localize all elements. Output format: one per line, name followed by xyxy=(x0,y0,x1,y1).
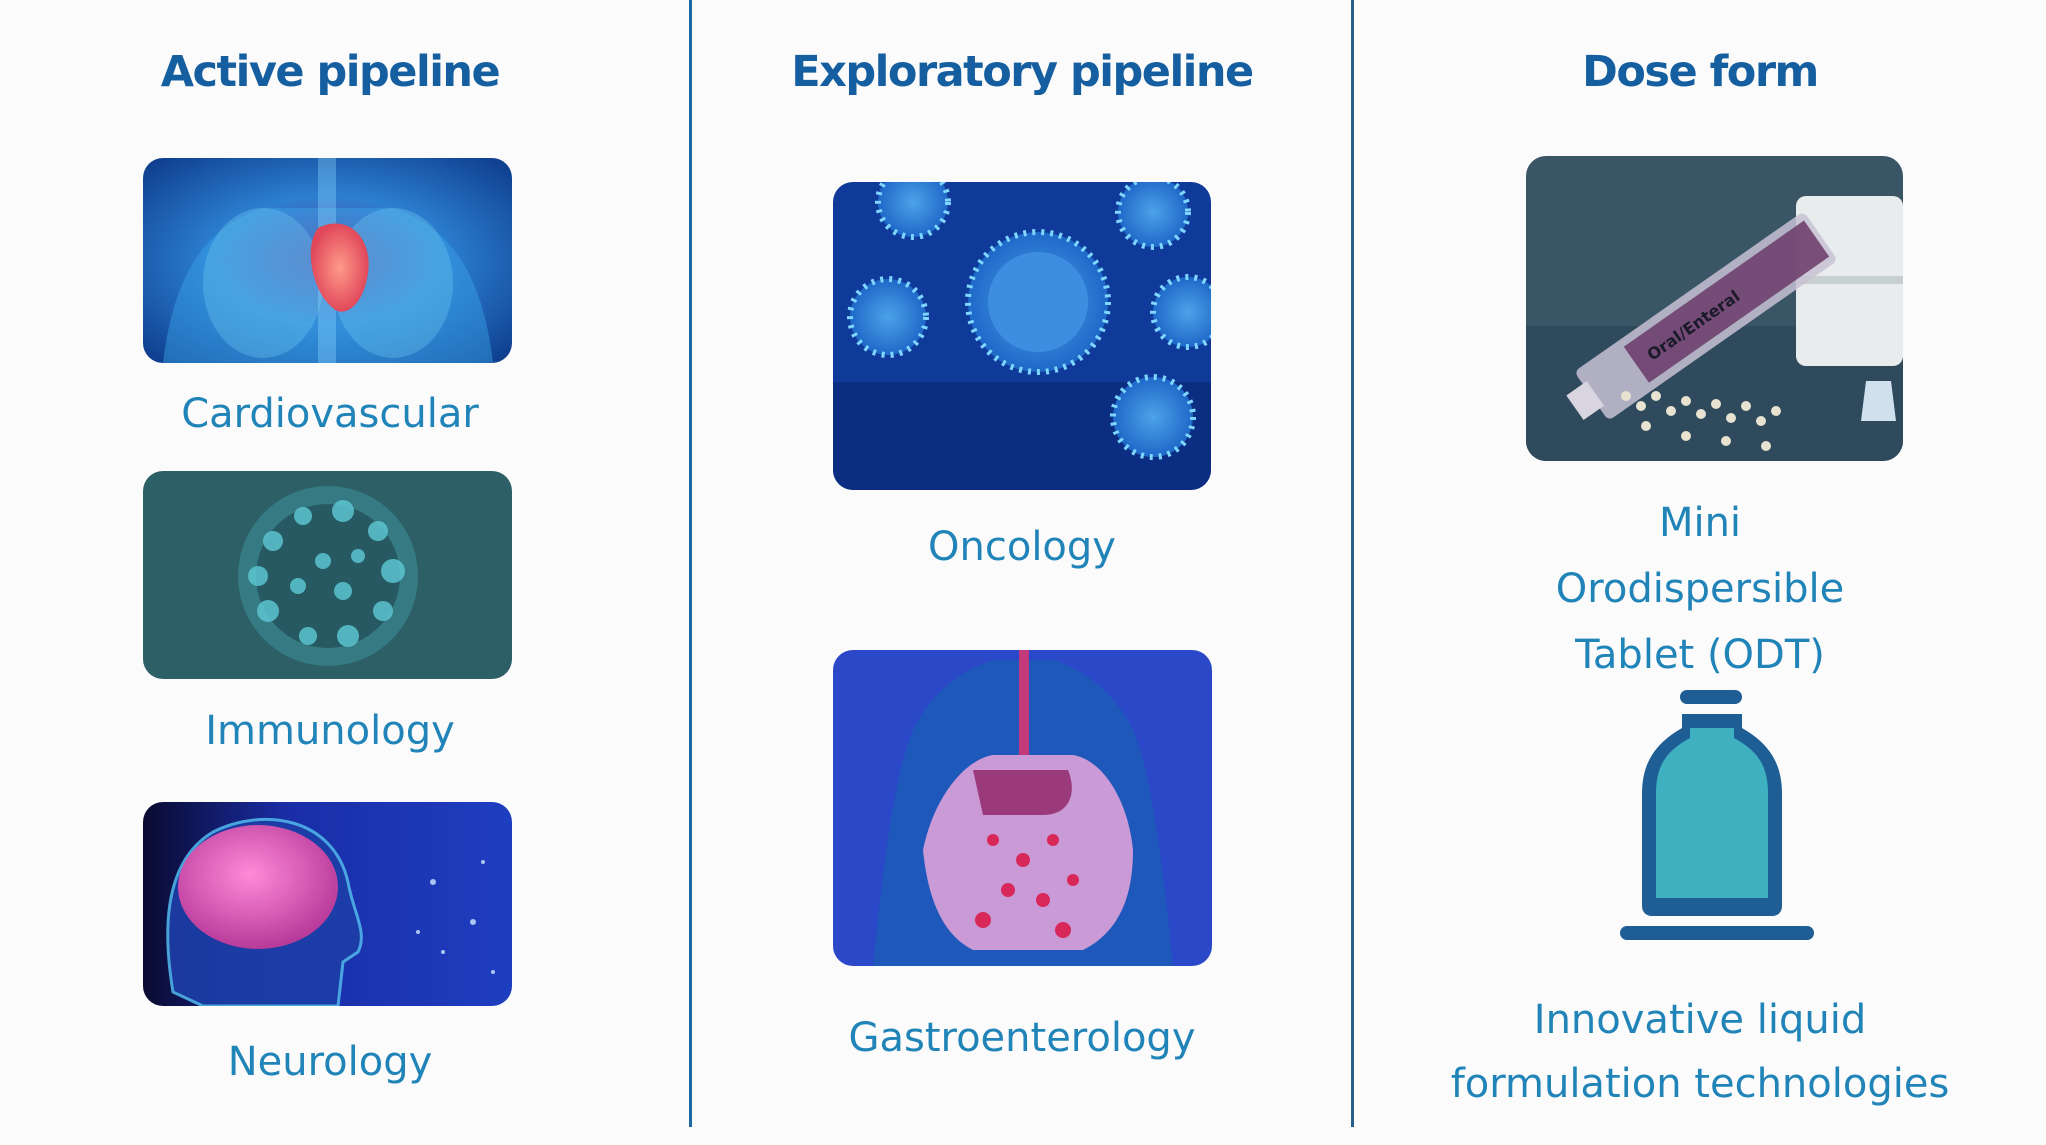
gastroenterology-label: Gastroenterology xyxy=(848,1015,1196,1061)
odt-label: Mini Orodispersible Tablet (ODT) xyxy=(1354,490,2046,688)
odt-syringe-image: Oral/Enteral xyxy=(1526,156,1903,461)
exploratory-pipeline-heading: Exploratory pipeline xyxy=(791,47,1254,97)
oncology-label: Oncology xyxy=(928,524,1116,570)
gastroenterology-image xyxy=(833,650,1212,966)
neurology-image xyxy=(143,802,512,1006)
cardiovascular-label: Cardiovascular xyxy=(181,391,479,437)
cardiovascular-image xyxy=(143,158,512,363)
immunology-image xyxy=(143,471,512,679)
odt-label-line-2: Orodispersible xyxy=(1555,566,1845,612)
dose-form-heading: Dose form xyxy=(1582,47,1819,97)
liquid-bottle-icon xyxy=(1610,684,1820,944)
column-divider-left xyxy=(689,0,692,1127)
liquid-formulation-line-2: formulation technologies xyxy=(1450,1061,1950,1107)
active-pipeline-heading: Active pipeline xyxy=(160,47,501,97)
liquid-formulation-line-1: Innovative liquid xyxy=(1533,997,1867,1043)
odt-label-line-3: Tablet (ODT) xyxy=(1575,632,1825,678)
odt-label-line-1: Mini xyxy=(1658,500,1742,546)
neurology-label: Neurology xyxy=(227,1039,433,1085)
column-divider-right xyxy=(1351,0,1354,1127)
immunology-label: Immunology xyxy=(205,708,455,754)
liquid-formulation-label: Innovative liquid formulation technologi… xyxy=(1354,988,2046,1116)
oncology-image xyxy=(833,182,1211,490)
